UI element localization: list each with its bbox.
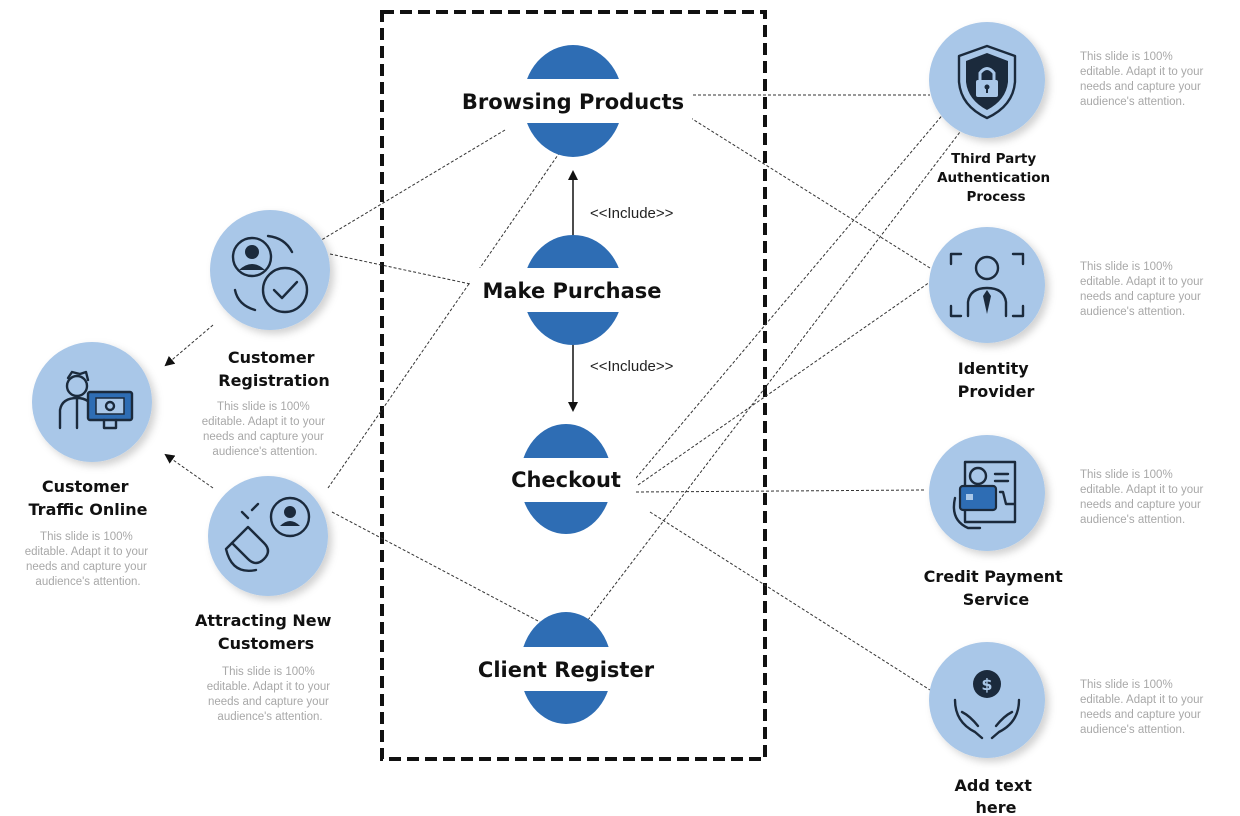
actor-add-text-here: $ Add text here This slide is 100% edita… — [929, 642, 1207, 816]
actor-description: This slide is 100% editable. Adapt it to… — [207, 666, 334, 723]
use-case-client-register[interactable]: Client Register — [474, 612, 658, 724]
actor-title: Customer Registration — [218, 348, 329, 390]
connector-lines — [164, 94, 961, 691]
actor-description: This slide is 100% editable. Adapt it to… — [1080, 51, 1207, 108]
use-case-label: Client Register — [478, 658, 655, 682]
actor-description: This slide is 100% editable. Adapt it to… — [1080, 261, 1207, 318]
actor-description: This slide is 100% editable. Adapt it to… — [202, 401, 329, 458]
actor-customer-traffic-online: Customer Traffic Online This slide is 10… — [25, 342, 152, 588]
computer-user-icon — [58, 370, 134, 430]
use-case-make-purchase[interactable]: Make Purchase — [470, 235, 676, 345]
use-case-browsing-products[interactable]: Browsing Products — [462, 45, 692, 157]
actor-credit-payment-service: Credit Payment Service This slide is 100… — [924, 435, 1207, 609]
system-boundary — [380, 10, 767, 761]
actor-customer-registration: Customer Registration This slide is 100%… — [202, 210, 330, 458]
actor-title: Attracting New Customers — [195, 611, 337, 653]
magnet-icon — [224, 496, 311, 572]
face-scan-icon — [949, 252, 1025, 318]
use-case-checkout[interactable]: Checkout — [496, 424, 636, 534]
actor-title: Add text here — [955, 776, 1038, 816]
actor-attracting-new-customers: Attracting New Customers This slide is 1… — [195, 476, 337, 723]
actor-title: Identity Provider — [958, 359, 1035, 401]
actor-circle — [929, 642, 1045, 758]
include-label-bottom: <<Include>> — [590, 358, 674, 375]
include-arrows: <<Include>> <<Include>> — [568, 170, 674, 412]
actor-circle — [210, 210, 330, 330]
actor-title: Third Party Authentication Process — [937, 151, 1055, 205]
actor-circle — [929, 227, 1045, 343]
shield-lock-icon — [957, 44, 1017, 120]
actor-third-party-authentication: Third Party Authentication Process This … — [929, 22, 1207, 205]
actor-description: This slide is 100% editable. Adapt it to… — [1080, 469, 1207, 526]
user-check-icon — [231, 234, 309, 314]
actor-title: Credit Payment Service — [924, 567, 1069, 609]
actor-identity-provider: Identity Provider This slide is 100% edi… — [929, 227, 1207, 401]
use-case-label: Make Purchase — [482, 279, 661, 303]
dollar-glyph: $ — [981, 675, 992, 694]
use-case-label: Browsing Products — [462, 90, 684, 114]
card-payment-icon — [952, 460, 1017, 530]
hands-dollar-icon: $ — [953, 670, 1021, 740]
use-case-label: Checkout — [511, 468, 621, 492]
actor-description: This slide is 100% editable. Adapt it to… — [1080, 679, 1207, 736]
actor-description: This slide is 100% editable. Adapt it to… — [25, 531, 152, 588]
include-label-top: <<Include>> — [590, 205, 674, 222]
actor-title: Customer Traffic Online — [29, 477, 148, 519]
actor-circle — [208, 476, 328, 596]
